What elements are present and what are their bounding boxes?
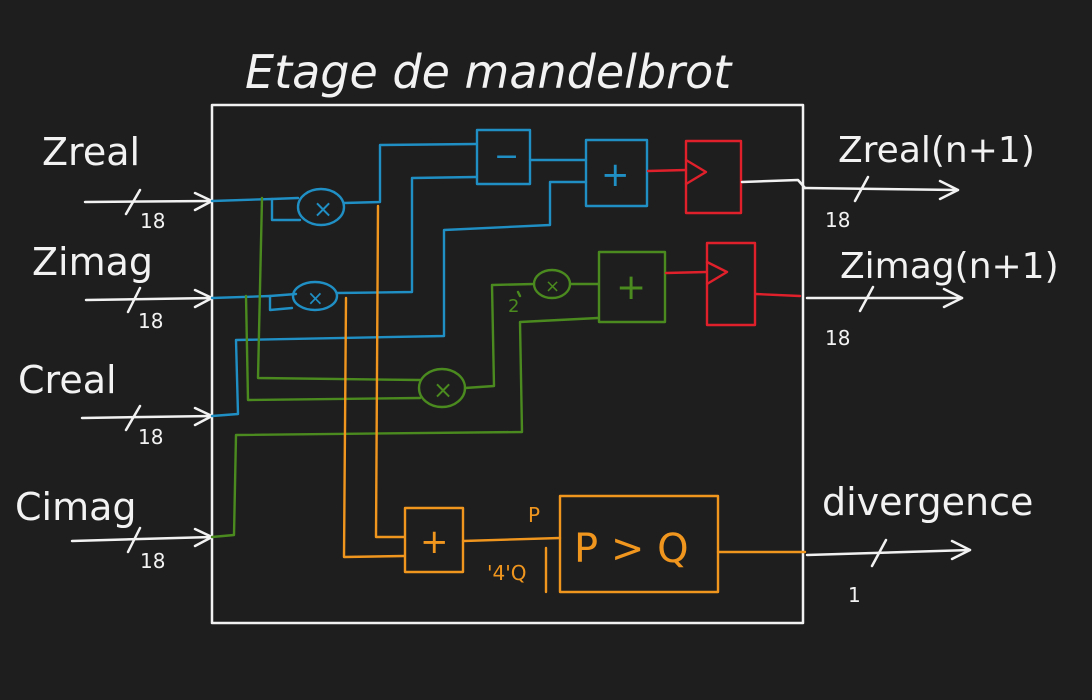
output-divergence-label: divergence <box>822 480 1033 524</box>
comparator-q-constant: '4'Q <box>487 561 526 585</box>
input-cimag-width: 18 <box>140 549 165 573</box>
register-zreal <box>684 139 743 215</box>
input-zreal-width: 18 <box>140 209 165 233</box>
input-zreal-label: Zreal <box>42 130 140 174</box>
comparator <box>558 494 720 594</box>
output-zimag-width: 18 <box>825 326 850 350</box>
shift-constant: 2 <box>508 296 519 317</box>
multiplier-zimag-squared <box>291 280 339 312</box>
comparator-label: P > Q <box>574 526 689 572</box>
output-divergence: divergence 1 <box>805 480 1033 607</box>
multiplier-by-two-label: × <box>545 276 560 297</box>
input-zimag-label: Zimag <box>32 240 153 284</box>
input-creal-width: 18 <box>138 425 163 449</box>
comparator-p-label: P <box>528 503 540 527</box>
input-creal: Creal 18 <box>18 358 214 449</box>
adder-imag-label: + <box>616 267 646 308</box>
input-zimag: Zimag 18 <box>32 240 214 333</box>
input-cimag-label: Cimag <box>15 485 137 529</box>
adder-real <box>584 138 649 208</box>
register-zimag <box>705 241 757 327</box>
output-zreal: Zreal(n+1) 18 <box>803 130 1035 232</box>
input-cimag: Cimag 18 <box>15 485 214 573</box>
adder-magnitude-label: + <box>420 522 449 562</box>
diagram-title: Etage de mandelbrot <box>245 45 733 99</box>
subtractor <box>475 128 532 186</box>
output-divergence-width: 1 <box>848 583 861 607</box>
input-zimag-width: 18 <box>138 309 163 333</box>
adder-real-label: + <box>601 155 630 195</box>
registers <box>646 139 807 327</box>
output-zreal-label: Zreal(n+1) <box>838 130 1035 171</box>
real-datapath: × × − + <box>210 128 649 418</box>
adder-imag <box>597 250 667 324</box>
input-zreal: Zreal 18 <box>42 130 214 233</box>
multiplier-zreal-zimag-label: × <box>433 376 453 404</box>
divergence-datapath: + P '4'Q P > Q <box>342 204 807 594</box>
multiplier-zreal-squared <box>296 187 346 227</box>
multiplier-zimag-squared-label: × <box>307 286 324 310</box>
imag-datapath: × × 2 + <box>210 196 667 539</box>
subtractor-label: − <box>494 139 519 174</box>
output-zreal-width: 18 <box>825 208 850 232</box>
stage-block <box>210 103 805 625</box>
output-zimag-label: Zimag(n+1) <box>840 246 1059 287</box>
output-zimag: Zimag(n+1) 18 <box>805 246 1059 350</box>
multiplier-zreal-squared-label: × <box>313 195 333 223</box>
input-creal-label: Creal <box>18 358 117 402</box>
